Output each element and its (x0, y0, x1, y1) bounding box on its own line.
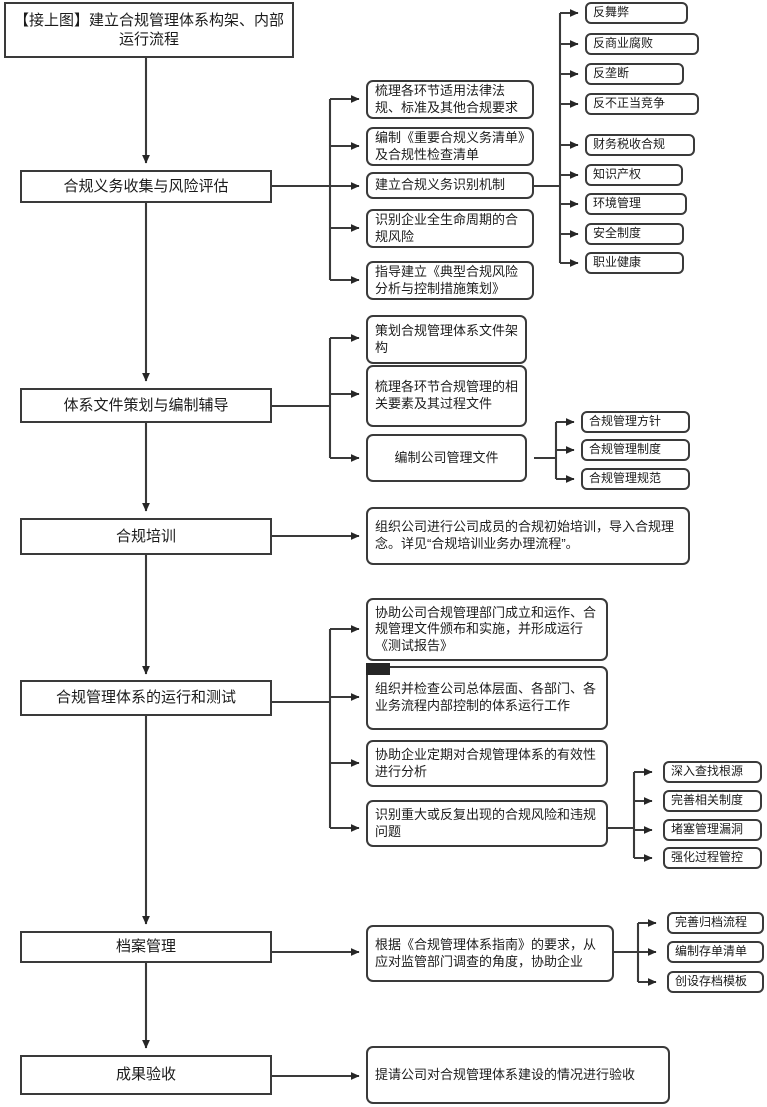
stage-2-box[interactable]: 体系文件策划与编制辅导 (20, 388, 272, 423)
stage-1-task-3[interactable]: 建立合规义务识别机制 (366, 172, 534, 199)
stage-3-label: 合规培训 (115, 527, 176, 545)
domain-chip-1-label: 反舞弊 (593, 5, 630, 20)
stage-3-box[interactable]: 合规培训 (20, 518, 272, 555)
stage-1-task-5[interactable]: 指导建立《典型合规风险分析与控制措施策划》 (366, 261, 534, 300)
domain-chip-7-label: 环境管理 (593, 196, 642, 211)
output-chip-2[interactable]: 编制存单清单 (667, 941, 764, 963)
stage-5-task-1-label: 根据《合规管理体系指南》的要求，从应对监管部门调查的角度，协助企业 (375, 936, 597, 969)
stage-4-task-2[interactable]: 组织并检查公司总体层面、各部门、各业务流程内部控制的体系运行工作 (366, 666, 608, 730)
stage-4-task-4[interactable]: 识别重大或反复出现的合规风险和违规问题 (366, 800, 608, 847)
doc-chip-1[interactable]: 合规管理方针 (581, 411, 690, 433)
stage-1-task-1-label: 梳理各环节适用法律法规、标准及其他合规要求 (375, 82, 519, 115)
stage-1-label: 合规义务收集与风险评估 (63, 177, 229, 195)
stage-1-box[interactable]: 合规义务收集与风险评估 (20, 170, 272, 203)
stage-4-task-4-label: 识别重大或反复出现的合规风险和违规问题 (375, 806, 597, 839)
stage-1-task-1[interactable]: 梳理各环节适用法律法规、标准及其他合规要求 (366, 80, 534, 119)
stage-6-label: 成果验收 (115, 1066, 176, 1084)
stage-2-task-3-label: 编制公司管理文件 (394, 449, 499, 465)
stage-4-task-1-label: 协助公司合规管理部门成立和运作、合规管理文件颁布和实施，并形成运行《测试报告》 (375, 604, 597, 653)
action-chip-1-label: 深入查找根源 (671, 764, 744, 779)
domain-chip-2[interactable]: 反商业腐败 (585, 33, 699, 55)
stage-3-task-1[interactable]: 组织公司进行公司成员的合规初始培训，导入合规理念。详见“合规培训业务办理流程”。 (366, 507, 690, 565)
domain-chip-5[interactable]: 财务税收合规 (585, 134, 695, 156)
action-chip-1[interactable]: 深入查找根源 (663, 761, 762, 783)
stage-3-task-1-label: 组织公司进行公司成员的合规初始培训，导入合规理念。详见“合规培训业务办理流程”。 (375, 519, 675, 551)
stage-6-box[interactable]: 成果验收 (20, 1055, 272, 1095)
domain-chip-2-label: 反商业腐败 (593, 36, 654, 51)
output-chip-1[interactable]: 完善归档流程 (667, 912, 764, 934)
output-chip-3-label: 创设存档模板 (675, 974, 748, 989)
doc-chip-2[interactable]: 合规管理制度 (581, 439, 690, 461)
stage-1-task-3-label: 建立合规义务识别机制 (375, 177, 506, 193)
action-chip-3-label: 堵塞管理漏洞 (671, 822, 744, 837)
stage-2-task-1-label: 策划合规管理体系文件架构 (375, 322, 519, 355)
action-chip-4[interactable]: 强化过程管控 (663, 847, 762, 869)
domain-chip-5-label: 财务税收合规 (593, 137, 666, 152)
scan-artifact (366, 663, 390, 675)
domain-chip-3-label: 反垄断 (593, 66, 630, 81)
stage-6-task-1-label: 提请公司对合规管理体系建设的情况进行验收 (375, 1066, 636, 1082)
stage-4-box[interactable]: 合规管理体系的运行和测试 (20, 680, 272, 716)
stage-2-task-3[interactable]: 编制公司管理文件 (366, 434, 527, 482)
stage-1-task-2-label: 编制《重要合规义务清单》及合规性检查清单 (375, 129, 525, 162)
stage-4-task-1[interactable]: 协助公司合规管理部门成立和运作、合规管理文件颁布和实施，并形成运行《测试报告》 (366, 598, 608, 661)
domain-chip-9[interactable]: 职业健康 (585, 252, 684, 274)
domain-chip-4-label: 反不正当竞争 (593, 96, 666, 111)
stage-1-task-5-label: 指导建立《典型合规风险分析与控制措施策划》 (375, 263, 519, 296)
domain-chip-8[interactable]: 安全制度 (585, 223, 684, 245)
domain-chip-9-label: 职业健康 (593, 255, 642, 270)
domain-chip-6[interactable]: 知识产权 (585, 164, 683, 186)
action-chip-2[interactable]: 完善相关制度 (663, 790, 762, 812)
stage-5-task-1[interactable]: 根据《合规管理体系指南》的要求，从应对监管部门调查的角度，协助企业 (366, 925, 614, 982)
domain-chip-3[interactable]: 反垄断 (585, 63, 684, 85)
action-chip-4-label: 强化过程管控 (671, 850, 744, 865)
stage-1-task-2[interactable]: 编制《重要合规义务清单》及合规性检查清单 (366, 127, 534, 166)
doc-chip-3[interactable]: 合规管理规范 (581, 468, 690, 490)
doc-chip-1-label: 合规管理方针 (589, 414, 662, 429)
stage-4-task-3[interactable]: 协助企业定期对合规管理体系的有效性进行分析 (366, 740, 608, 787)
domain-chip-7[interactable]: 环境管理 (585, 193, 687, 215)
stage-4-task-3-label: 协助企业定期对合规管理体系的有效性进行分析 (375, 746, 597, 779)
diagram-title-text: 【接上图】建立合规管理体系构架、内部运行流程 (14, 11, 285, 48)
stage-5-box[interactable]: 档案管理 (20, 931, 272, 963)
doc-chip-2-label: 合规管理制度 (589, 442, 662, 457)
output-chip-1-label: 完善归档流程 (675, 915, 748, 930)
action-chip-3[interactable]: 堵塞管理漏洞 (663, 819, 762, 841)
domain-chip-8-label: 安全制度 (593, 226, 642, 241)
domain-chip-4[interactable]: 反不正当竞争 (585, 93, 699, 115)
stage-2-task-2-label: 梳理各环节合规管理的相关要素及其过程文件 (375, 379, 519, 411)
domain-chip-6-label: 知识产权 (593, 167, 642, 182)
stage-4-task-2-label: 组织并检查公司总体层面、各部门、各业务流程内部控制的体系运行工作 (375, 681, 597, 713)
doc-chip-3-label: 合规管理规范 (589, 471, 662, 486)
stage-2-task-2[interactable]: 梳理各环节合规管理的相关要素及其过程文件 (366, 365, 527, 427)
stage-4-label: 合规管理体系的运行和测试 (55, 689, 236, 707)
stage-2-label: 体系文件策划与编制辅导 (63, 396, 229, 414)
action-chip-2-label: 完善相关制度 (671, 793, 744, 808)
stage-2-task-1[interactable]: 策划合规管理体系文件架构 (366, 315, 527, 364)
output-chip-3[interactable]: 创设存档模板 (667, 971, 764, 993)
diagram-title-box: 【接上图】建立合规管理体系构架、内部运行流程 (4, 2, 294, 58)
output-chip-2-label: 编制存单清单 (675, 944, 748, 959)
stage-1-task-4-label: 识别企业全生命周期的合规风险 (375, 211, 519, 244)
stage-6-task-1[interactable]: 提请公司对合规管理体系建设的情况进行验收 (366, 1046, 670, 1104)
stage-5-label: 档案管理 (115, 938, 176, 956)
domain-chip-1[interactable]: 反舞弊 (585, 2, 688, 24)
stage-1-task-4[interactable]: 识别企业全生命周期的合规风险 (366, 209, 534, 248)
